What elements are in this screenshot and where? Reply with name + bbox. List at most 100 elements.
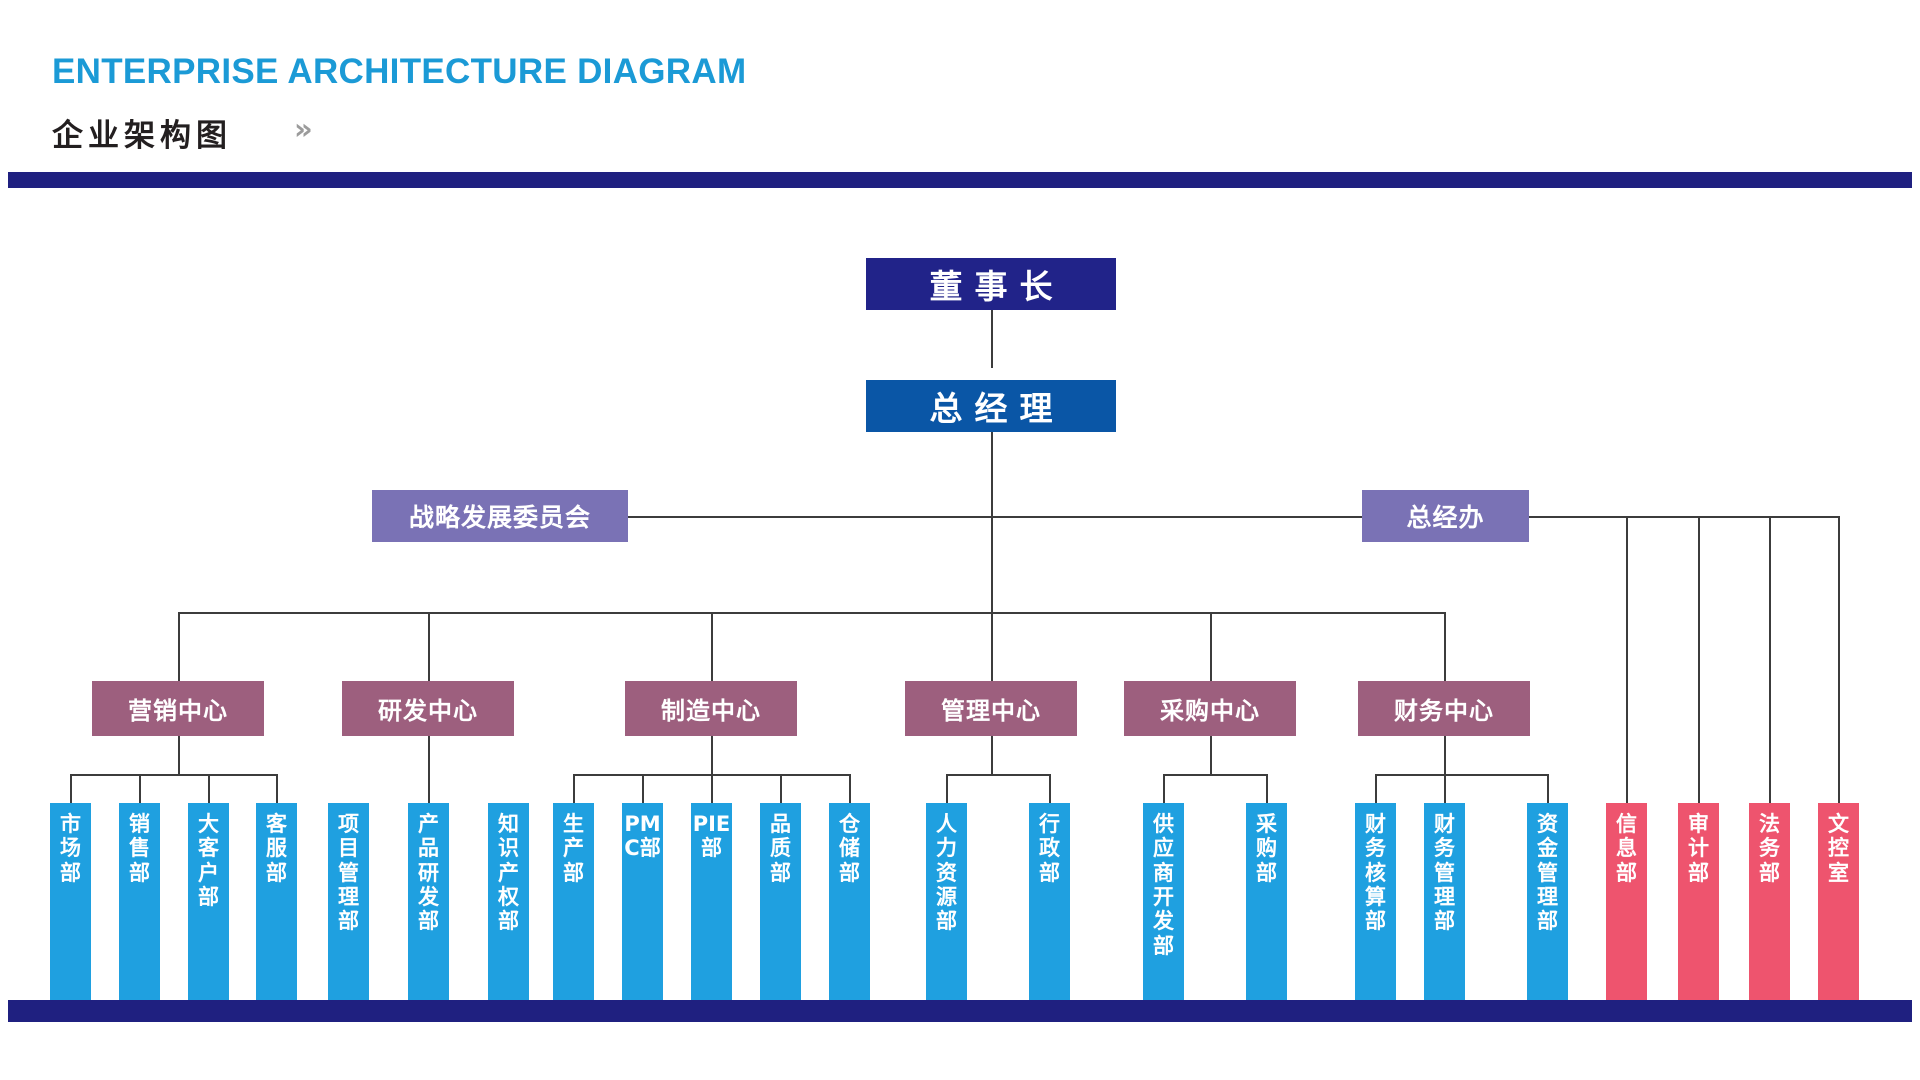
connector-direct-dept-1 xyxy=(1698,516,1700,803)
connector-chairman-gm xyxy=(991,310,993,368)
node-dept-supplier-development[interactable]: 供应商开发部 xyxy=(1143,803,1184,1000)
connector-group4-drop-0 xyxy=(1163,774,1165,803)
connector-center-bus xyxy=(178,612,1445,614)
connector-direct-dept-2 xyxy=(1769,516,1771,803)
connector-center-drop-4 xyxy=(1210,612,1212,681)
node-dept-production-label: 生产部 xyxy=(563,812,584,885)
node-dept-hr[interactable]: 人力资源部 xyxy=(926,803,967,1000)
node-dept-project-management-label: 项目管理部 xyxy=(338,812,359,934)
node-center-rd[interactable]: 研发中心 xyxy=(342,681,514,736)
node-center-manufacturing[interactable]: 制造中心 xyxy=(625,681,797,736)
node-dept-sales-label: 销售部 xyxy=(129,812,150,885)
node-dept-quality[interactable]: 品质部 xyxy=(760,803,801,1000)
chevron-right-icon: » xyxy=(294,112,313,146)
node-dept-quality-label: 品质部 xyxy=(770,812,791,885)
node-dept-financial-management[interactable]: 财务管理部 xyxy=(1424,803,1465,1000)
node-dept-warehouse[interactable]: 仓储部 xyxy=(829,803,870,1000)
node-center-finance[interactable]: 财务中心 xyxy=(1358,681,1530,736)
node-center-marketing-label: 营销中心 xyxy=(128,697,228,725)
node-dept-customer-service-label: 客服部 xyxy=(266,812,287,885)
node-center-management[interactable]: 管理中心 xyxy=(905,681,1077,736)
node-dept-financial-accounting[interactable]: 财务核算部 xyxy=(1355,803,1396,1000)
node-dept-financial-accounting-label: 财务核算部 xyxy=(1365,812,1386,934)
connector-center-drop-0 xyxy=(178,612,180,681)
connector-group4-stem xyxy=(1210,736,1212,774)
node-center-management-label: 管理中心 xyxy=(941,697,1041,725)
node-dept-administration-label: 行政部 xyxy=(1039,812,1060,885)
connector-group4-bus xyxy=(1163,774,1267,776)
node-dept-audit-label: 审计部 xyxy=(1688,812,1709,885)
node-chairman[interactable]: 董事长 xyxy=(866,258,1116,310)
connector-group0-stem xyxy=(178,736,180,774)
node-center-manufacturing-label: 制造中心 xyxy=(661,697,761,725)
node-dept-purchasing[interactable]: 采购部 xyxy=(1246,803,1287,1000)
connector-center-drop-2 xyxy=(711,612,713,681)
connector-group2-stem xyxy=(711,736,713,774)
node-center-rd-label: 研发中心 xyxy=(378,697,478,725)
node-dept-information[interactable]: 信息部 xyxy=(1606,803,1647,1000)
connector-group0-drop-1 xyxy=(139,774,141,803)
connector-center-drop-1 xyxy=(428,612,430,681)
node-dept-key-account[interactable]: 大客户部 xyxy=(188,803,229,1000)
node-center-marketing[interactable]: 营销中心 xyxy=(92,681,264,736)
node-dept-hr-label: 人力资源部 xyxy=(936,812,957,934)
connector-group5-drop-0 xyxy=(1375,774,1377,803)
node-dept-pmc-label: PMC部 xyxy=(624,812,661,861)
node-center-procurement[interactable]: 采购中心 xyxy=(1124,681,1296,736)
node-gm-office-label: 总经办 xyxy=(1406,503,1485,532)
node-dept-supplier-development-label: 供应商开发部 xyxy=(1153,812,1174,958)
node-general-manager-label: 总经理 xyxy=(929,389,1065,428)
node-dept-customer-service[interactable]: 客服部 xyxy=(256,803,297,1000)
node-strategy-committee-label: 战略发展委员会 xyxy=(408,503,591,532)
page-title-en: ENTERPRISE ARCHITECTURE DIAGRAM xyxy=(52,52,747,91)
header-rule xyxy=(8,172,1912,188)
page-title-cn: 企业架构图 xyxy=(52,118,232,154)
node-dept-sales[interactable]: 销售部 xyxy=(119,803,160,1000)
connector-group4-drop-1 xyxy=(1266,774,1268,803)
node-center-procurement-label: 采购中心 xyxy=(1160,697,1260,725)
node-general-manager[interactable]: 总经理 xyxy=(866,380,1116,432)
connector-group2-drop-4 xyxy=(849,774,851,803)
node-center-finance-label: 财务中心 xyxy=(1394,697,1494,725)
connector-group0-bus xyxy=(70,774,276,776)
node-dept-project-management[interactable]: 项目管理部 xyxy=(328,803,369,1000)
connector-group5-stem xyxy=(1444,736,1446,774)
node-dept-market[interactable]: 市场部 xyxy=(50,803,91,1000)
node-dept-ip[interactable]: 知识产权部 xyxy=(488,803,529,1000)
connector-group2-drop-1 xyxy=(642,774,644,803)
connector-gm-strategy xyxy=(628,516,992,518)
node-dept-audit[interactable]: 审计部 xyxy=(1678,803,1719,1000)
connector-group0-drop-0 xyxy=(70,774,72,803)
node-strategy-committee[interactable]: 战略发展委员会 xyxy=(372,490,628,542)
node-dept-pie[interactable]: PIE部 xyxy=(691,803,732,1000)
connector-group3-bus xyxy=(946,774,1050,776)
connector-center-drop-3 xyxy=(991,612,993,681)
connector-group2-drop-2 xyxy=(711,774,713,803)
node-dept-ip-label: 知识产权部 xyxy=(498,812,519,934)
node-dept-purchasing-label: 采购部 xyxy=(1256,812,1277,885)
connector-direct-dept-0 xyxy=(1626,516,1628,803)
node-dept-pmc[interactable]: PMC部 xyxy=(622,803,663,1000)
connector-group5-drop-2 xyxy=(1547,774,1549,803)
connector-group2-drop-3 xyxy=(780,774,782,803)
node-dept-product-rd-label: 产品研发部 xyxy=(418,812,439,934)
connector-center-drop-5 xyxy=(1444,612,1446,681)
node-dept-treasury[interactable]: 资金管理部 xyxy=(1527,803,1568,1000)
connector-group5-bus xyxy=(1375,774,1548,776)
connector-group5-drop-1 xyxy=(1444,774,1446,803)
node-gm-office[interactable]: 总经办 xyxy=(1362,490,1529,542)
footer-rule xyxy=(8,1000,1912,1022)
node-dept-document-control[interactable]: 文控室 xyxy=(1818,803,1859,1000)
node-dept-production[interactable]: 生产部 xyxy=(553,803,594,1000)
node-dept-legal[interactable]: 法务部 xyxy=(1749,803,1790,1000)
connector-gm-office-left xyxy=(991,516,1362,518)
connector-direct-dept-3 xyxy=(1838,516,1840,803)
node-chairman-label: 董事长 xyxy=(929,267,1065,306)
connector-group3-drop-0 xyxy=(946,774,948,803)
connector-group2-drop-0 xyxy=(573,774,575,803)
connector-group0-drop-2 xyxy=(208,774,210,803)
node-dept-administration[interactable]: 行政部 xyxy=(1029,803,1070,1000)
node-dept-product-rd[interactable]: 产品研发部 xyxy=(408,803,449,1000)
connector-gm-office-right xyxy=(1529,516,1839,518)
